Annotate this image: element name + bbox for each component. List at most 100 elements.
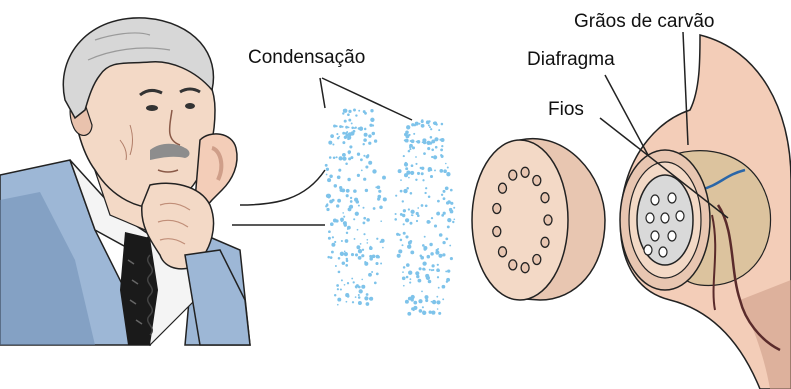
cap-hole: [509, 170, 517, 180]
condensation-droplet: [452, 221, 454, 223]
condensation-droplet: [394, 218, 397, 221]
condensation-droplet: [447, 269, 450, 272]
condensation-droplet: [353, 130, 356, 133]
condensation-droplet: [428, 195, 431, 198]
condensation-droplet: [360, 302, 362, 304]
condensation-droplet: [327, 256, 330, 259]
condensation-droplet: [430, 136, 433, 139]
condensation-droplet: [350, 200, 353, 203]
condensation-droplet: [345, 239, 349, 243]
condensation-droplet: [347, 178, 350, 181]
condensation-droplet: [447, 166, 449, 168]
condensation-droplet: [406, 276, 409, 279]
condensation-droplet: [341, 188, 345, 192]
label-carbon-grains: Grãos de carvão: [574, 12, 714, 31]
condensation-droplet: [351, 122, 353, 124]
condensation-droplet: [348, 119, 351, 122]
condensation-droplet: [408, 177, 410, 179]
condensation-droplet: [343, 153, 346, 156]
condensation-droplet: [442, 241, 445, 244]
condensation-droplet: [400, 190, 403, 193]
condensation-droplet: [342, 157, 346, 161]
diaphragm-hole: [651, 195, 659, 205]
condensation-droplet: [411, 298, 414, 301]
condensation-droplet: [421, 124, 425, 128]
condensation-droplet: [413, 133, 415, 135]
condensation-droplet: [331, 251, 334, 254]
condensation-droplet: [424, 192, 426, 194]
condensation-droplet: [345, 264, 348, 267]
condensation-droplet: [443, 190, 446, 193]
condensation-droplet: [374, 282, 377, 285]
condensation-droplet: [408, 271, 412, 275]
leader-mouth-upper: [240, 170, 325, 205]
condensation-droplet: [327, 178, 331, 182]
condensation-droplet: [355, 114, 357, 116]
condensation-droplet: [415, 122, 419, 126]
condensation-droplet: [429, 269, 431, 271]
label-wires: Fios: [548, 100, 584, 119]
condensation-droplet: [338, 271, 341, 274]
condensation-droplet: [363, 233, 365, 235]
condensation-droplet: [406, 125, 410, 129]
condensation-droplet: [360, 243, 362, 245]
condensation-droplet: [344, 136, 347, 139]
condensation-droplet: [397, 254, 400, 257]
condensation-droplet: [420, 255, 423, 258]
diaphragm-hole: [676, 211, 684, 221]
condensation-droplet: [411, 164, 414, 167]
condensation-droplet: [366, 218, 370, 222]
condensation-droplet: [415, 179, 417, 181]
condensation-droplet: [377, 185, 381, 189]
cap-hole: [533, 255, 541, 265]
condensation-droplet: [363, 217, 366, 220]
condensation-droplet: [437, 276, 439, 278]
condensation-droplet: [437, 308, 439, 310]
condensation-droplet: [432, 300, 436, 304]
condensation-droplet: [419, 267, 422, 270]
condensation-droplet: [347, 228, 349, 230]
condensation-droplet: [337, 137, 340, 140]
condensation-droplet: [395, 213, 397, 215]
condensation-droplet: [332, 199, 335, 202]
condensation-droplet: [333, 157, 336, 160]
condensation-droplet: [334, 294, 336, 296]
condensation-droplet: [372, 132, 375, 135]
condensation-droplet: [430, 175, 433, 178]
condensation-droplet: [353, 189, 357, 193]
condensation-droplet: [416, 220, 418, 222]
condensation-droplet: [417, 172, 420, 175]
condensation-droplet: [438, 270, 440, 272]
condensation-droplet: [342, 132, 345, 135]
condensation-droplet: [435, 146, 438, 149]
condensation-droplet: [423, 310, 425, 312]
condensation-droplet: [334, 184, 337, 187]
condensation-droplet: [332, 143, 334, 145]
condensation-droplet: [422, 261, 426, 265]
condensation-droplet: [417, 207, 419, 209]
condensation-droplet: [422, 179, 424, 181]
condensation-droplet: [379, 206, 383, 210]
condensation-droplet: [369, 246, 373, 250]
condensation-droplet: [449, 245, 451, 247]
condensation-droplet: [406, 263, 410, 267]
condensation-droplet: [445, 163, 447, 165]
condensation-droplet: [348, 157, 351, 160]
condensation-droplet: [431, 217, 433, 219]
condensation-droplet: [340, 252, 344, 256]
condensation-droplet: [357, 174, 360, 177]
cap-hole: [509, 260, 517, 270]
condensation-droplet: [344, 120, 347, 123]
condensation-droplet: [355, 212, 359, 216]
condensation-droplet: [368, 142, 371, 145]
condensation-droplet: [348, 110, 351, 113]
condensation-droplet: [418, 299, 422, 303]
condensation-droplet: [358, 296, 361, 299]
condensation-droplet: [415, 156, 417, 158]
condensation-droplet: [402, 276, 406, 280]
cap-hole: [521, 263, 529, 273]
condensation-droplet: [371, 271, 373, 273]
condensation-droplet: [442, 285, 446, 289]
condensation-droplet: [446, 172, 450, 176]
condensation-droplet: [377, 199, 379, 201]
